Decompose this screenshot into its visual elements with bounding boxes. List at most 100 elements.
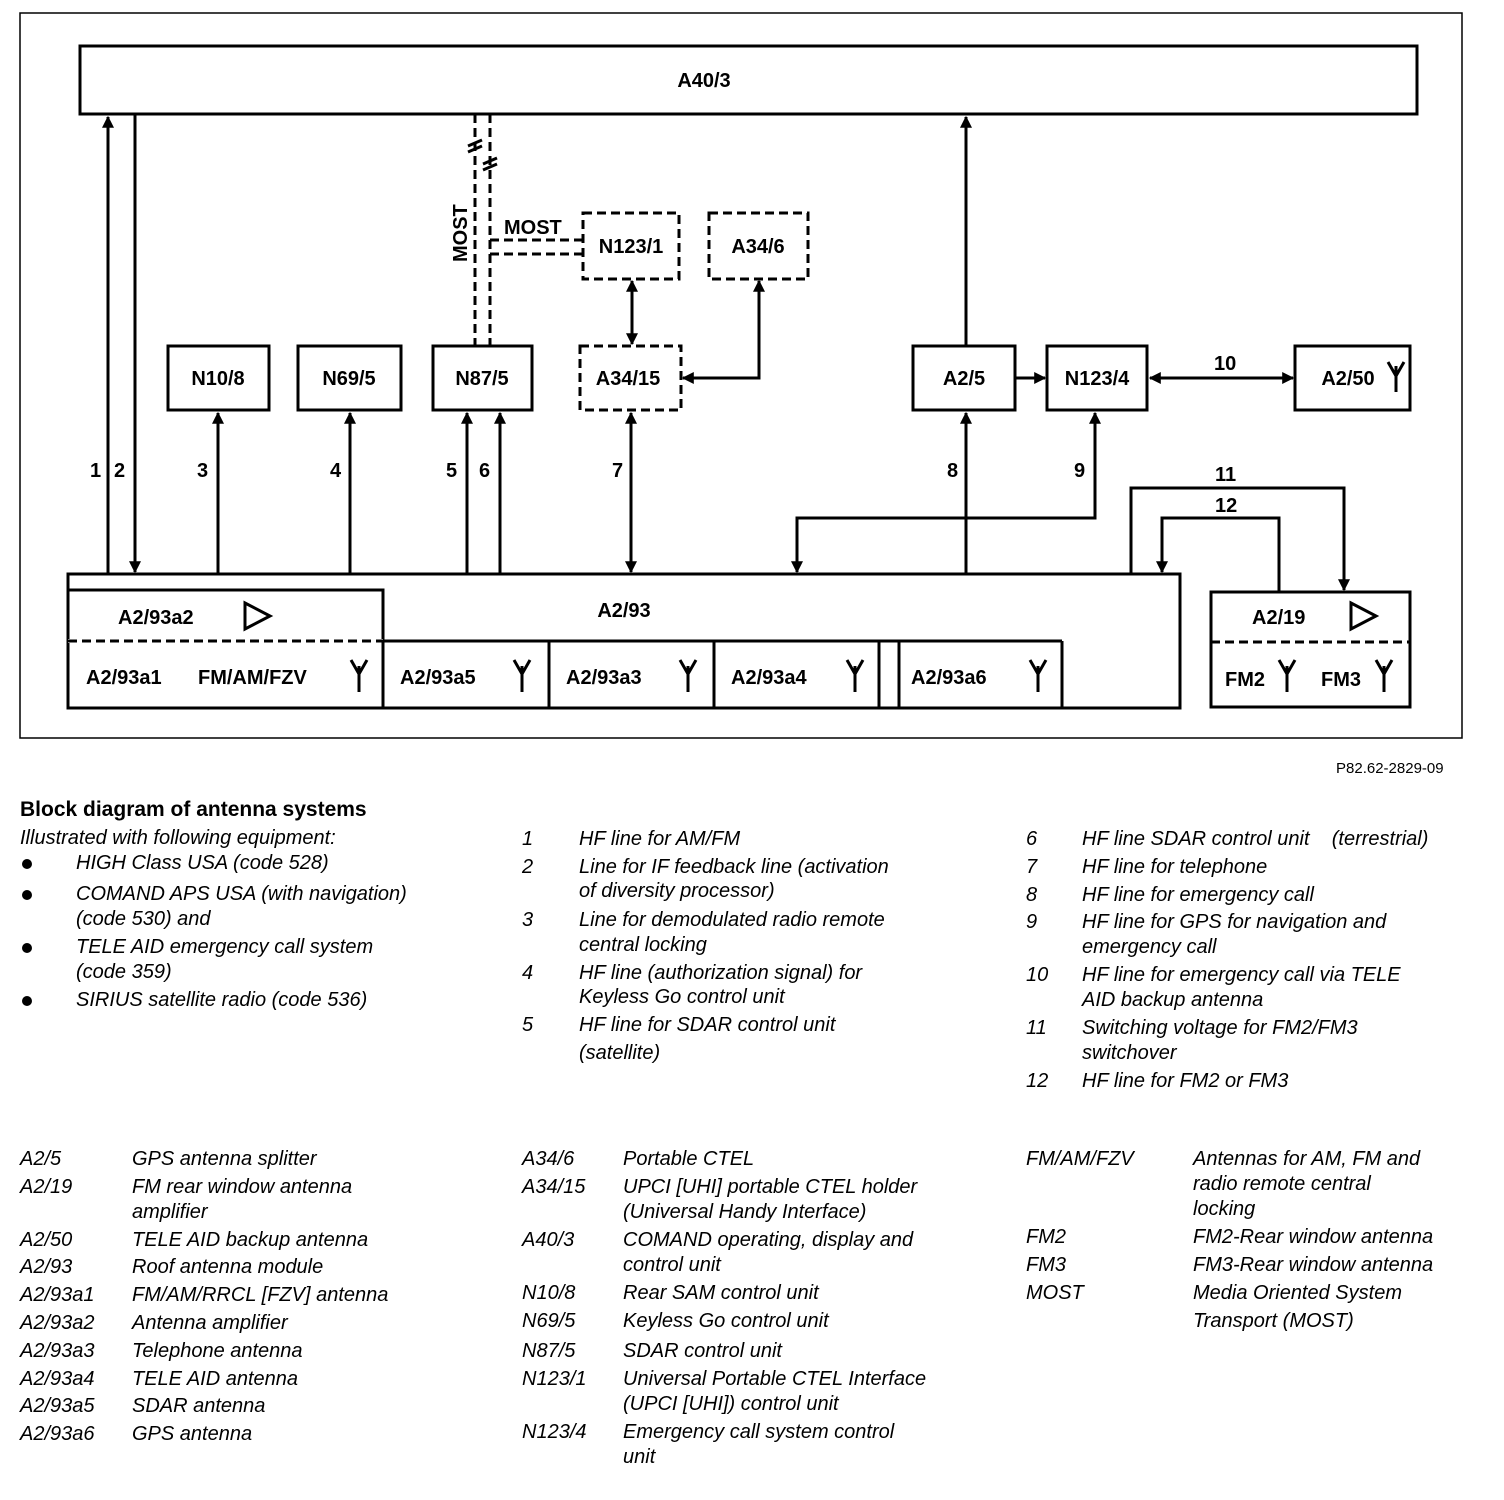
code-description: (Universal Handy Interface): [623, 1201, 867, 1223]
a2-93-label: A2/93: [597, 600, 650, 622]
line-legend-text: HF line for FM2 or FM3: [1082, 1070, 1289, 1092]
code-label: A2/93a3: [20, 1340, 95, 1362]
antenna-icon: [845, 659, 865, 692]
code-description: amplifier: [132, 1201, 208, 1223]
most-vertical-label: MOST: [450, 204, 472, 262]
code-description: FM2-Rear window antenna: [1193, 1226, 1434, 1248]
line-number-1: 1: [90, 460, 101, 482]
line-legend-text: HF line for AM/FM: [579, 828, 741, 850]
line-a34-6-a34-15: [681, 279, 765, 384]
line-legend-text: of diversity processor): [579, 880, 775, 902]
line-9: [791, 411, 1101, 574]
code-description: SDAR control unit: [623, 1340, 782, 1362]
line-legend-number: 3: [522, 909, 534, 931]
line-legend-number: 1: [522, 828, 534, 850]
a34-6-box: [707, 211, 810, 281]
bullet-dot: [22, 890, 32, 900]
line-number-6: 6: [479, 460, 490, 482]
code-label: A2/93: [20, 1256, 73, 1278]
code-label: A2/93a4: [20, 1368, 95, 1390]
code-label: A2/93a5: [20, 1395, 95, 1417]
code-label: N87/5: [522, 1340, 576, 1362]
legend-intro: Illustrated with following equipment:: [20, 827, 336, 849]
a2-5-box: [911, 344, 1017, 412]
line-number-5: 5: [446, 460, 457, 482]
line-legend-number: 8: [1026, 884, 1038, 906]
a34-15-label: A34/15: [596, 368, 661, 390]
code-description: Media Oriented System: [1193, 1282, 1402, 1304]
bullet-item: SIRIUS satellite radio (code 536): [76, 989, 368, 1011]
line-legend-text: HF line for SDAR control unit: [579, 1014, 836, 1036]
code-label: N10/8: [522, 1282, 576, 1304]
a2-5-label: A2/5: [943, 368, 985, 390]
fm3-label: FM3: [1321, 669, 1361, 691]
code-description: Keyless Go control unit: [623, 1310, 829, 1332]
bullet-item-continued: (code 359): [76, 961, 172, 983]
line-legend-number: 4: [522, 962, 534, 984]
antenna-icon: [349, 659, 369, 692]
line-legend-number: 7: [1026, 856, 1038, 878]
code-description: Portable CTEL: [623, 1148, 755, 1170]
line-legend-text: central locking: [579, 934, 707, 956]
code-description: Telephone antenna: [132, 1340, 303, 1362]
fm-am-fzv-label: FM/AM/FZV: [198, 667, 308, 689]
antenna-icon: [678, 659, 698, 692]
line-legend-text: Switching voltage for FM2/FM3: [1082, 1017, 1358, 1039]
line-legend-number: 10: [1026, 964, 1049, 986]
line-legend-text: emergency call: [1082, 936, 1217, 958]
antenna-icon: [1277, 659, 1297, 692]
code-label: A34/6: [522, 1148, 575, 1170]
amplifier-icon: [243, 600, 274, 632]
a34-6-label: A34/6: [731, 236, 784, 258]
code-description: TELE AID backup antenna: [132, 1229, 369, 1251]
n87-5-box: [431, 344, 534, 412]
a2-19-box: [1209, 590, 1412, 709]
line-legend-text: Line for demodulated radio remote: [579, 909, 885, 931]
line-legend-number: 2: [522, 856, 534, 878]
code-description: Universal Portable CTEL Interface: [623, 1368, 927, 1390]
a2-50-label: A2/50: [1321, 368, 1374, 390]
line-number-11: 11: [1215, 464, 1236, 486]
bullet-dot: [22, 943, 32, 953]
a2-93a2-box: [66, 588, 385, 643]
line-legend-text: switchover: [1082, 1042, 1177, 1064]
bullet-item: HIGH Class USA (code 528): [76, 852, 329, 874]
code-label: A2/93a1: [20, 1284, 95, 1306]
antenna-icon: [512, 659, 532, 692]
n69-5-box: [296, 344, 403, 412]
code-description: SDAR antenna: [132, 1395, 266, 1417]
bullet-dot: [22, 859, 32, 869]
head-unit-label: A40/3: [677, 70, 730, 92]
n123-4-label: N123/4: [1065, 368, 1130, 390]
a2-93a5-label: A2/93a5: [400, 667, 476, 689]
code-label: FM2: [1026, 1226, 1066, 1248]
figure-id: P82.62-2829-09: [1336, 760, 1444, 777]
line-legend-text: HF line for GPS for navigation and: [1082, 911, 1387, 933]
a2-93a2-label: A2/93a2: [118, 607, 194, 629]
line-legend-number: 6: [1026, 828, 1038, 850]
diagram-frame: [19, 12, 1463, 739]
line-legend-text: HF line SDAR control unit (terrestrial): [1082, 828, 1429, 850]
code-label: FM/AM/FZV: [1026, 1148, 1134, 1170]
a2-93a3-label: A2/93a3: [566, 667, 642, 689]
line-11: [1129, 486, 1350, 592]
code-description: FM rear window antenna: [132, 1176, 353, 1198]
code-description: radio remote central: [1193, 1173, 1371, 1195]
a2-93a1-label: A2/93a1: [86, 667, 162, 689]
most-break-mark-left: [467, 138, 483, 154]
legend-title: Block diagram of antenna systems: [20, 798, 367, 821]
antenna-icon: [1028, 659, 1048, 692]
code-description: COMAND operating, display and: [623, 1229, 914, 1251]
a2-93a6-label: A2/93a6: [911, 667, 987, 689]
antenna-block-diagram: A40/3 N10/8 N69/5 N87/5 A2/5 N123/4 A2/5…: [19, 12, 1463, 739]
code-label: FM3: [1026, 1254, 1066, 1276]
code-description: FM3-Rear window antenna: [1193, 1254, 1434, 1276]
code-description: UPCI [UHI] portable CTEL holder: [623, 1176, 918, 1198]
n123-4-box: [1045, 344, 1149, 412]
a2-50-box: [1293, 344, 1412, 412]
line-number-9: 9: [1074, 460, 1085, 482]
a34-15-box: [578, 344, 683, 412]
code-description: Roof antenna module: [132, 1256, 324, 1278]
line-number-2: 2: [114, 460, 125, 482]
code-description: unit: [623, 1446, 656, 1468]
